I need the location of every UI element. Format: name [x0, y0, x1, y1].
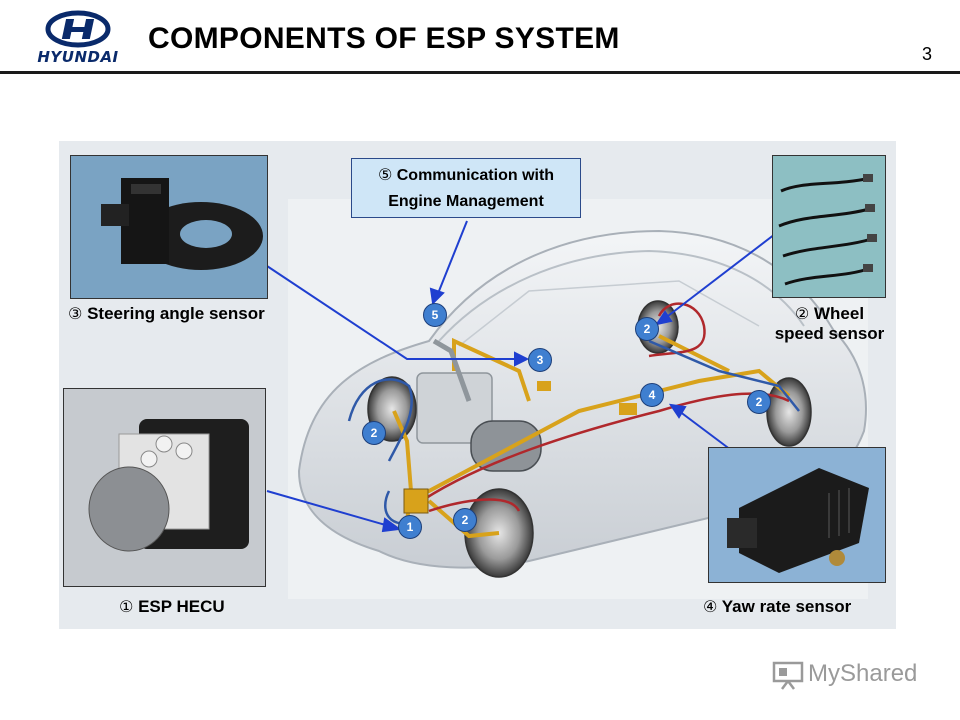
brake-line-red-top	[648, 302, 706, 358]
steering-angle-sensor-caption: ③ Steering angle sensor	[68, 304, 265, 324]
engine-block	[416, 372, 493, 444]
page-number: 3	[922, 44, 933, 64]
yaw-sensor-on-car	[619, 403, 637, 415]
marker-2-rear-right: 2	[747, 390, 771, 414]
slide-header: HYUNDAI COMPONENTS OF ESP SYSTEM 3	[0, 0, 960, 80]
arrow-head-5	[429, 287, 445, 306]
communication-callout: ⑤ Communication with Engine Management	[351, 158, 581, 218]
caption-line-1: ② Wheel	[767, 304, 892, 324]
hecu-image	[64, 389, 265, 586]
arrow-to-marker-2	[663, 230, 780, 320]
marker-3: 3	[528, 348, 552, 372]
pointer-arrows	[266, 220, 780, 533]
callout-line-1: ⑤ Communication with	[352, 162, 580, 189]
esp-hecu-caption: ① ESP HECU	[119, 597, 225, 617]
page-title: COMPONENTS OF ESP SYSTEM	[148, 22, 620, 55]
esp-components-diagram: ③ Steering angle sensor ① ESP HECU ⑤ Com…	[59, 141, 896, 629]
hyundai-emblem-icon	[45, 10, 111, 48]
brake-line-red-rear	[413, 392, 790, 508]
arrow-to-marker-1	[266, 490, 390, 527]
hydraulic-line-rear	[658, 334, 730, 373]
callout-text-2: Engine Management	[388, 193, 544, 210]
marker-5: 5	[423, 303, 447, 327]
arrow-to-marker-3	[266, 265, 519, 360]
marker-4: 4	[640, 383, 664, 407]
caption-number: ①	[119, 597, 134, 616]
arrow-to-marker-5	[436, 220, 468, 297]
steering-sensor-image	[71, 156, 267, 298]
arrow-head-2	[654, 310, 673, 326]
watermark-text: MyShared	[808, 660, 918, 687]
hyundai-logo: HYUNDAI	[28, 10, 128, 66]
wheel-speed-sensor-photo	[772, 155, 886, 298]
rear-right-brake-disc	[766, 377, 812, 447]
window-line	[458, 280, 760, 347]
arrow-head-1	[381, 517, 402, 533]
car-roofline	[438, 249, 805, 342]
hecu-on-car	[403, 488, 429, 514]
caption-text: Steering angle sensor	[87, 304, 265, 323]
hydraulic-line-front-left	[392, 410, 413, 492]
caption-text-1: Wheel	[814, 304, 865, 323]
logo-wordmark: HYUNDAI	[37, 48, 119, 66]
steering-column	[432, 338, 472, 402]
callout-text-1: Communication with	[396, 167, 555, 184]
marker-2-front-right: 2	[453, 508, 477, 532]
yaw-rate-sensor-photo	[708, 447, 886, 583]
esp-hecu-photo	[63, 388, 266, 587]
caption-number: ④	[703, 597, 718, 616]
caption-text: ESP HECU	[138, 597, 225, 616]
hydraulic-line-front-right	[427, 499, 500, 539]
myshared-watermark: MyShared	[772, 658, 932, 692]
brake-line-red-front	[428, 498, 521, 513]
wheel-sensor-image	[773, 156, 885, 297]
presentation-icon	[772, 661, 804, 690]
steering-sensor-on-car	[537, 381, 551, 391]
sensor-wire-rear	[648, 339, 800, 412]
sensor-wire-front-left	[347, 378, 413, 462]
caption-number: ③	[68, 304, 83, 323]
marker-1: 1	[398, 515, 422, 539]
marker-2-front-left: 2	[362, 421, 386, 445]
wheel-speed-sensor-caption: ② Wheel speed sensor	[767, 304, 892, 344]
arrow-head-4	[668, 403, 687, 419]
steering-angle-sensor-photo	[70, 155, 268, 299]
caption-text: Yaw rate sensor	[721, 597, 852, 616]
header-divider	[0, 71, 960, 74]
yaw-rate-sensor-caption: ④ Yaw rate sensor	[703, 597, 851, 617]
caption-text-2: speed sensor	[774, 324, 885, 343]
caption-number: ②	[794, 304, 810, 323]
yaw-sensor-image	[709, 448, 885, 582]
marker-2-rear-left: 2	[635, 317, 659, 341]
callout-number: ⑤	[377, 165, 393, 184]
arrow-head-3	[514, 351, 530, 367]
